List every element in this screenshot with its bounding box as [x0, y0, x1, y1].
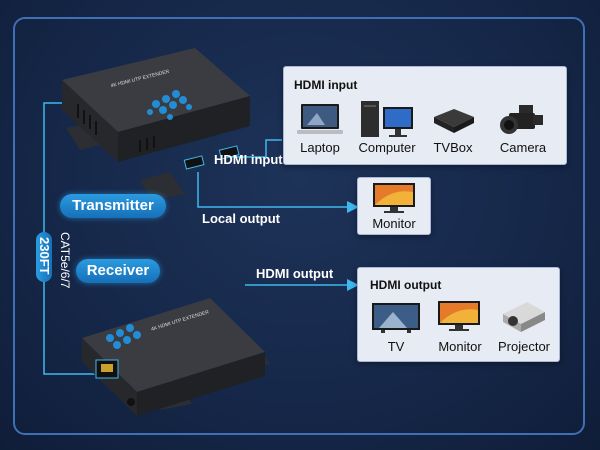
input-device-laptop: Laptop [300, 140, 340, 155]
hdmi-output-panel: HDMI output TV Monitor Projector [357, 267, 560, 362]
monitor-icon [373, 183, 415, 213]
hdmi-input-line [232, 139, 282, 158]
hdmi-input-panel: HDMI input Laptop Computer TVBox Camera [283, 66, 567, 165]
local-output-annotation: Local output [202, 211, 280, 226]
local-output-line [197, 172, 359, 213]
hdmi-output-annotation: HDMI output [256, 266, 334, 281]
distance-badge: 230FT [36, 232, 52, 282]
transmitter-label: Transmitter [60, 194, 166, 218]
output-device-monitor: Monitor [438, 339, 482, 354]
output-device-projector: Projector [497, 339, 551, 354]
output-monitor-icon [438, 301, 480, 331]
local-monitor-panel: Monitor [357, 177, 431, 235]
cable-type-label: CAT5e/6/7 [58, 232, 72, 289]
camera-icon [500, 105, 543, 134]
outer-frame [13, 17, 585, 435]
input-panel-title: HDMI input [294, 78, 358, 92]
output-panel-title: HDMI output [370, 278, 442, 292]
laptop-icon [297, 104, 343, 134]
input-device-computer: Computer [358, 140, 416, 155]
input-device-tvbox: TVBox [433, 140, 473, 155]
computer-icon [361, 101, 413, 137]
input-device-camera: Camera [499, 140, 547, 155]
receiver-label: Receiver [76, 259, 160, 283]
projector-icon [503, 302, 545, 332]
local-monitor-label: Monitor [372, 216, 416, 231]
hdmi-input-annotation: HDMI input [214, 152, 283, 167]
tv-icon [372, 303, 420, 333]
tvbox-icon [434, 109, 474, 133]
output-device-tv: TV [387, 339, 405, 354]
distance-label: 230FT [37, 237, 52, 275]
